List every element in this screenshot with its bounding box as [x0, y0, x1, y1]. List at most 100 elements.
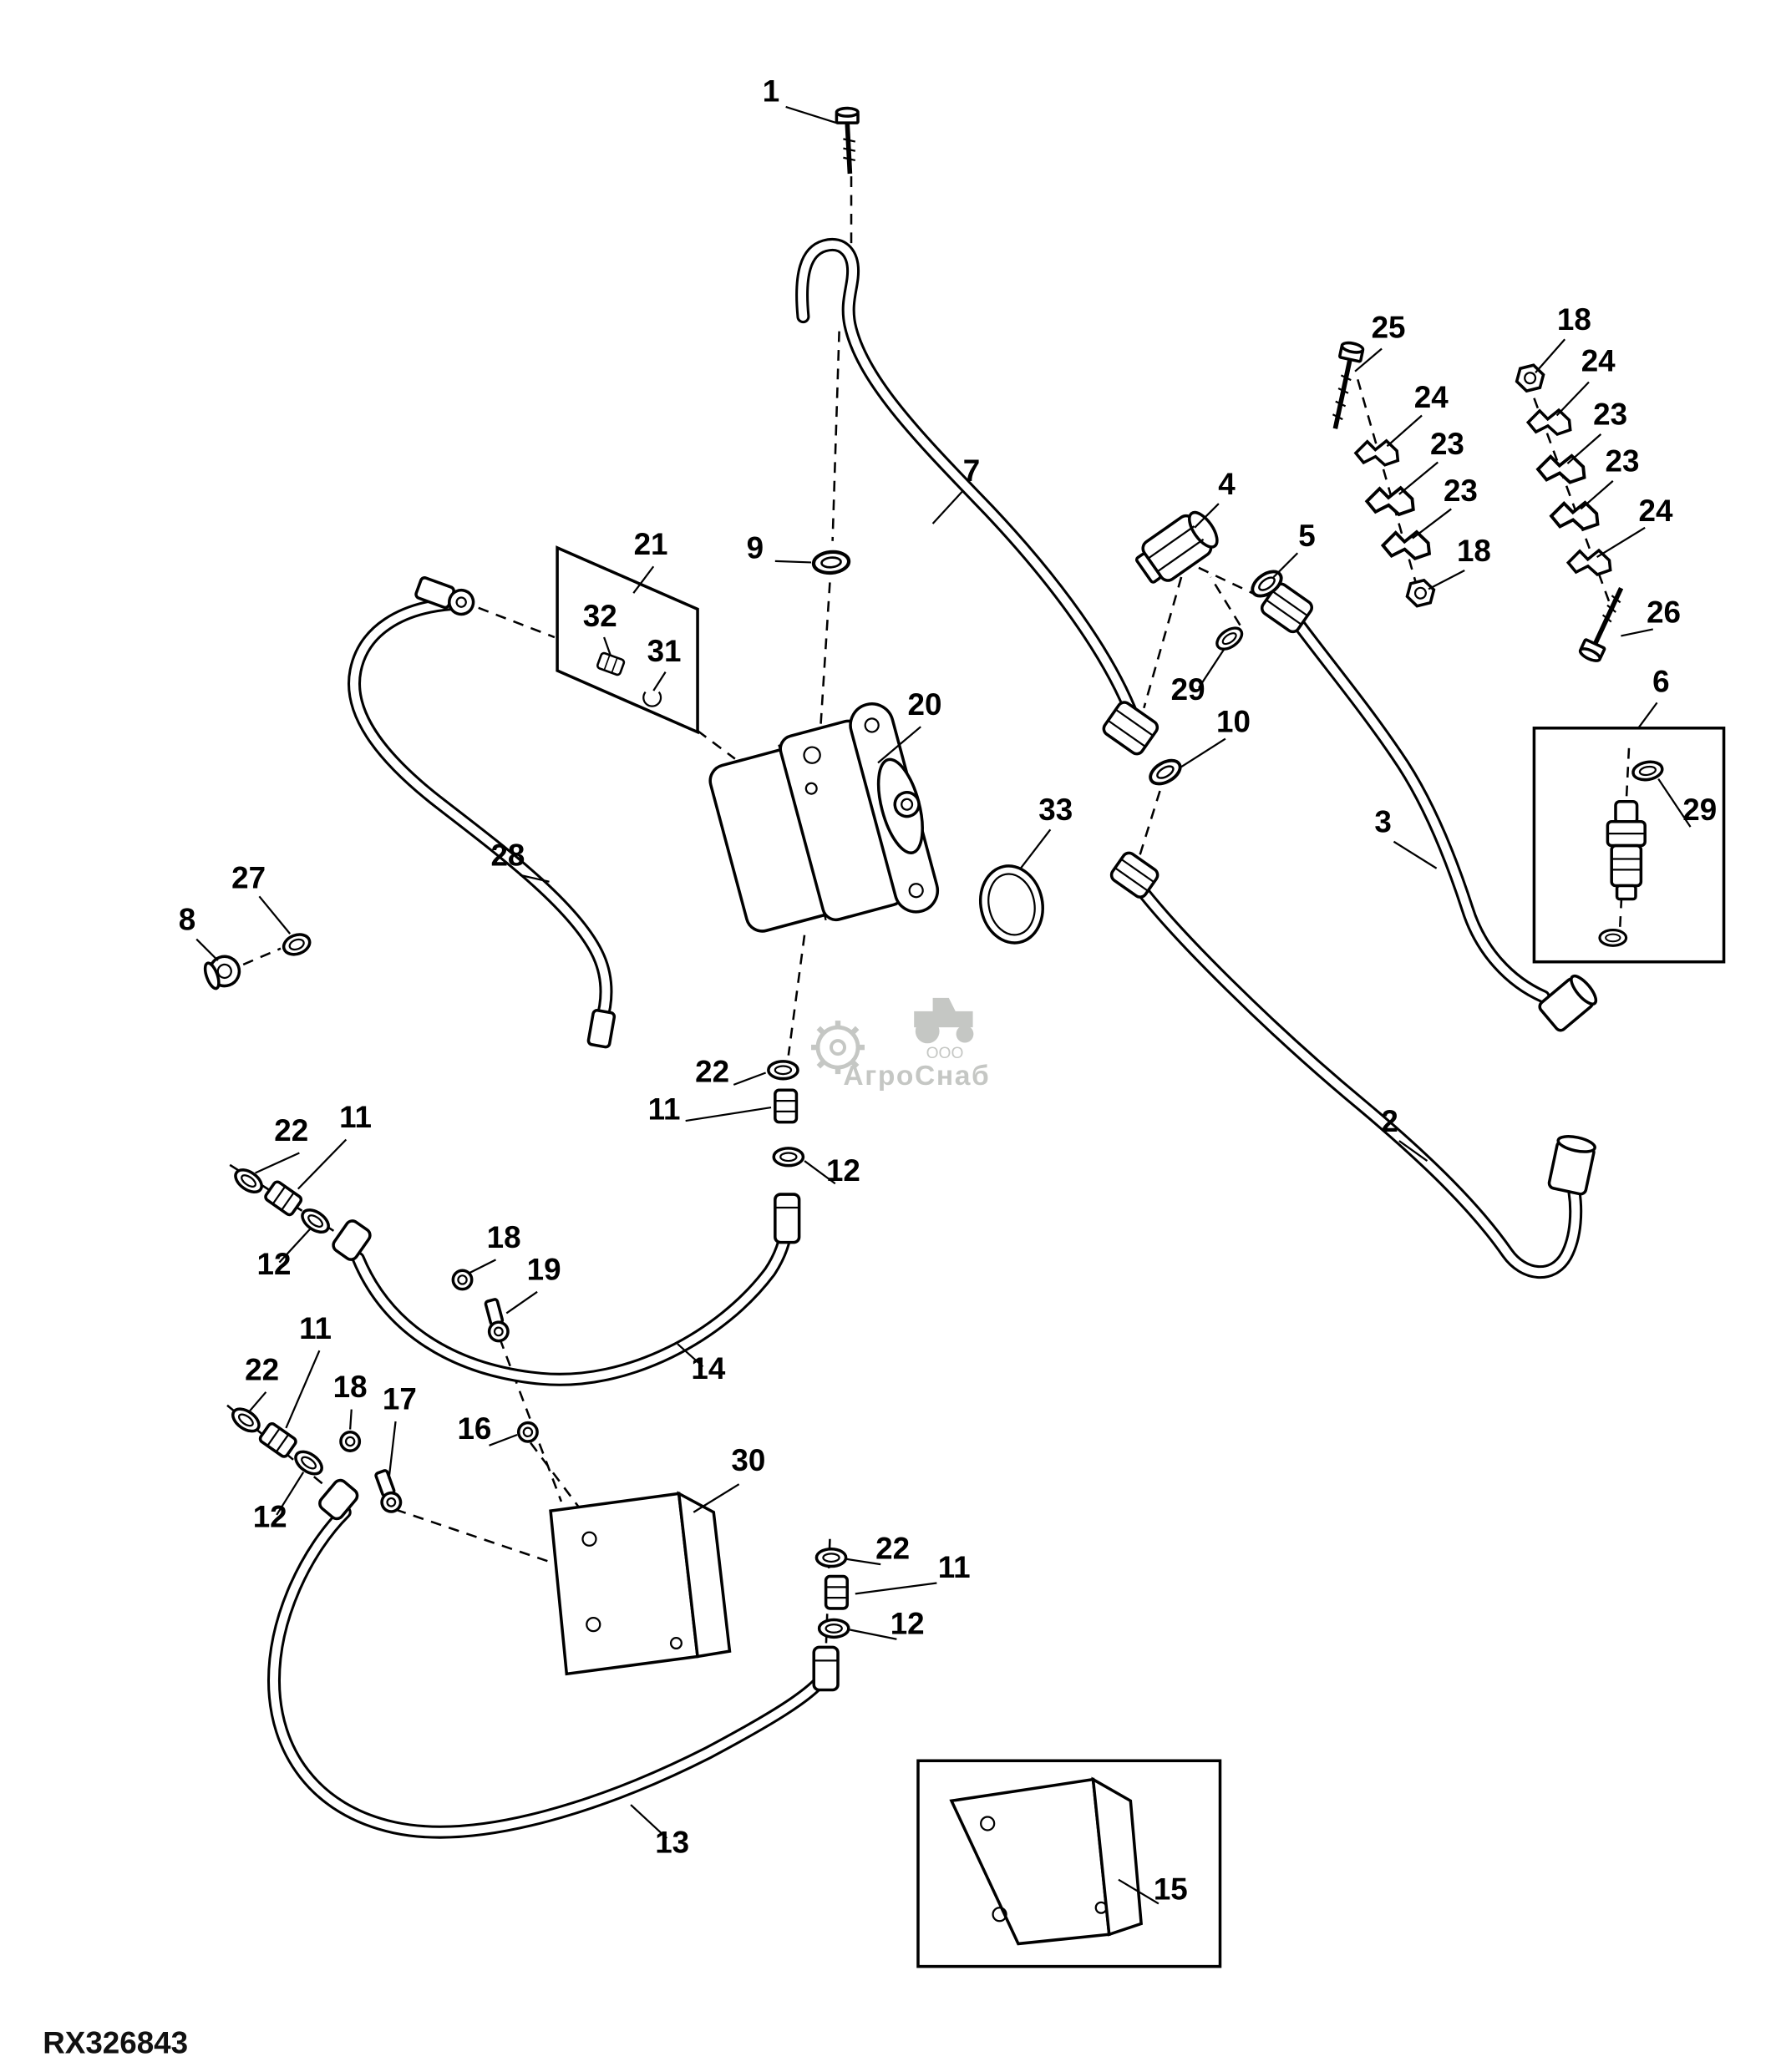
o-ring-bottom — [1598, 928, 1628, 947]
callout-18: 18 — [1557, 302, 1591, 337]
callout-11: 11 — [299, 1311, 332, 1345]
callout-9: 9 — [747, 531, 764, 565]
washer-18 — [339, 1431, 362, 1452]
callout-16: 16 — [457, 1411, 491, 1446]
callout-29: 29 — [1171, 672, 1205, 707]
callout-3: 3 — [1374, 805, 1391, 839]
callout-8: 8 — [179, 902, 195, 936]
o-ring-12 — [290, 1446, 327, 1480]
fitting-11 — [256, 1421, 299, 1460]
plug-8 — [203, 955, 241, 990]
valve-box-6 — [1532, 727, 1726, 964]
bolt-26 — [1578, 587, 1624, 662]
callout-32: 32 — [583, 599, 617, 633]
o-ring-12 — [817, 1618, 850, 1639]
callout-6: 6 — [1652, 665, 1669, 699]
fitting-11 — [774, 1088, 799, 1124]
leader-lines — [195, 105, 1692, 1905]
hose-13 — [266, 1478, 840, 1839]
callout-21: 21 — [634, 527, 668, 561]
callout-7: 7 — [963, 453, 980, 488]
o-ring-10 — [1144, 754, 1186, 791]
o-ring-12 — [772, 1147, 805, 1168]
callout-22: 22 — [245, 1352, 279, 1386]
callout-20: 20 — [908, 687, 942, 722]
fitting-11 — [824, 1574, 849, 1610]
callout-24: 24 — [1414, 380, 1449, 414]
fitting-stack-middle — [767, 1060, 805, 1168]
part-code: RX326843 — [43, 2026, 188, 2060]
o-ring-33 — [978, 864, 1044, 945]
callout-22: 22 — [695, 1055, 729, 1089]
callout-23: 23 — [1606, 444, 1640, 479]
callout-11: 11 — [339, 1100, 372, 1134]
o-ring-29-left — [1211, 622, 1247, 655]
callout-24: 24 — [1639, 494, 1673, 528]
callout-24: 24 — [1581, 344, 1616, 378]
callout-28: 28 — [490, 838, 525, 873]
callout-13: 13 — [655, 1826, 689, 1860]
callout-18: 18 — [487, 1220, 521, 1254]
clip-31 — [642, 691, 662, 707]
fitting-stack-right — [814, 1547, 850, 1639]
tube-3 — [1260, 582, 1598, 1032]
gear-icon — [811, 1021, 865, 1075]
callout-14: 14 — [691, 1351, 725, 1386]
clamp-stack-right — [1513, 360, 1616, 580]
callout-23: 23 — [1430, 427, 1464, 461]
washer-27 — [282, 933, 312, 956]
callout-15: 15 — [1154, 1872, 1188, 1907]
callout-19: 19 — [527, 1252, 561, 1286]
callout-2: 2 — [1381, 1104, 1398, 1138]
callout-33: 33 — [1038, 793, 1073, 827]
clamp-stack-left — [1352, 434, 1438, 611]
watermark-name: АгроСнаб — [843, 1061, 990, 1092]
bracket-30 — [549, 1491, 732, 1676]
callout-18: 18 — [1457, 534, 1491, 568]
washer-16 — [516, 1421, 539, 1443]
pump-20 — [708, 702, 940, 933]
tractor-icon — [914, 997, 974, 1044]
callout-23: 23 — [1593, 398, 1627, 432]
clamp-17 — [369, 1467, 405, 1516]
callout-11: 11 — [648, 1092, 681, 1126]
nut-18-left — [1403, 575, 1438, 611]
callout-10: 10 — [1216, 705, 1251, 739]
o-ring-12 — [297, 1203, 334, 1239]
o-ring-22 — [767, 1060, 799, 1081]
washer-18 — [451, 1269, 474, 1291]
valve-fitting — [1606, 800, 1647, 901]
callout-layer: 1792132312033452910252423231818242323242… — [179, 74, 1717, 1907]
callout-31: 31 — [647, 634, 682, 668]
callout-22: 22 — [875, 1532, 910, 1566]
callout-12: 12 — [257, 1247, 292, 1281]
fitting-4 — [1134, 510, 1219, 584]
callout-30: 30 — [731, 1443, 765, 1477]
o-ring-9 — [813, 550, 850, 575]
watermark-prefix: ООО — [926, 1045, 964, 1062]
bracket-15-box — [916, 1759, 1222, 1968]
callout-12: 12 — [253, 1499, 287, 1533]
clamp-19 — [480, 1296, 512, 1345]
fitting-group-left-mid — [230, 1163, 334, 1239]
tube-2 — [1109, 851, 1596, 1279]
callout-1: 1 — [763, 74, 779, 109]
fitting-group-left-lower — [227, 1403, 405, 1516]
callout-17: 17 — [383, 1382, 417, 1416]
callout-5: 5 — [1298, 519, 1315, 553]
hose-28 — [348, 576, 617, 1049]
callout-18: 18 — [333, 1370, 368, 1404]
callout-26: 26 — [1647, 595, 1681, 629]
o-ring-22 — [814, 1547, 848, 1568]
callout-12: 12 — [826, 1153, 860, 1188]
callout-27: 27 — [231, 861, 266, 895]
callout-29: 29 — [1682, 793, 1717, 827]
callout-11: 11 — [938, 1550, 971, 1584]
hose-28-banjo-fitting — [414, 576, 475, 616]
callout-4: 4 — [1218, 467, 1236, 501]
tube-7 — [795, 238, 1159, 756]
box-21 — [556, 545, 699, 735]
bolt-1 — [835, 106, 860, 175]
